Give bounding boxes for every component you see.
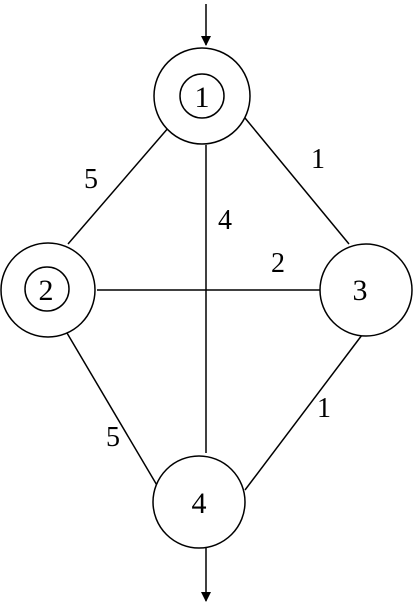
edge-1-2 — [67, 126, 170, 245]
edge-2-4 — [66, 332, 159, 488]
edge-weight-1-3: 1 — [311, 144, 325, 175]
node-2-label: 2 — [39, 274, 54, 307]
edge-weight-2-3: 2 — [271, 248, 285, 279]
node-1-inner-ring — [179, 73, 225, 119]
node-2-inner-ring — [24, 266, 70, 312]
node-3-circle — [319, 243, 413, 337]
edges — [66, 117, 363, 491]
node-3: 3 — [319, 243, 413, 337]
node-4-circle — [152, 455, 246, 549]
node-1: 1 — [153, 47, 251, 145]
node-4: 4 — [152, 455, 246, 549]
node-3-label: 3 — [353, 274, 368, 307]
edge-weight-1-2: 5 — [84, 164, 98, 195]
edge-weight-1-4: 4 — [218, 205, 232, 236]
edge-weight-2-4: 5 — [106, 422, 120, 453]
edge-3-4 — [244, 334, 363, 491]
node-2: 2 — [0, 242, 96, 338]
edge-1-3 — [244, 117, 350, 245]
node-1-label: 1 — [195, 81, 210, 114]
node-4-label: 4 — [192, 487, 207, 520]
edge-weight-3-4: 1 — [317, 393, 331, 424]
edge-labels: 5 1 4 2 5 1 — [84, 144, 331, 453]
